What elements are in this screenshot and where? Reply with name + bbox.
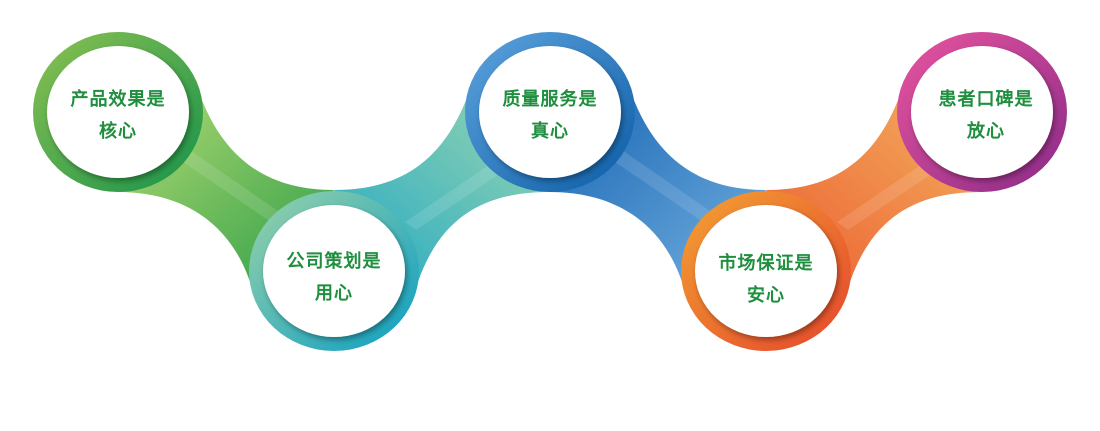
node-label-4: 市场保证是 安心 xyxy=(696,248,836,312)
node-label-5: 患者口碑是 放心 xyxy=(916,84,1056,148)
node-label-line: 市场保证是 xyxy=(718,253,814,274)
node-label-line: 患者口碑是 xyxy=(938,89,1034,110)
node-label-line: 真心 xyxy=(531,121,569,142)
node-label-2: 公司策划是 用心 xyxy=(264,246,404,310)
node-label-line: 产品效果是 xyxy=(70,89,166,110)
node-label-line: 用心 xyxy=(315,283,353,304)
node-label-1: 产品效果是 核心 xyxy=(48,84,188,148)
node-label-line: 放心 xyxy=(967,121,1005,142)
node-label-line: 公司策划是 xyxy=(286,251,382,272)
node-centers xyxy=(47,46,1053,337)
node-label-line: 核心 xyxy=(99,121,137,142)
node-label-3: 质量服务是 真心 xyxy=(480,84,620,148)
node-label-line: 安心 xyxy=(747,285,785,306)
node-label-line: 质量服务是 xyxy=(502,89,598,110)
